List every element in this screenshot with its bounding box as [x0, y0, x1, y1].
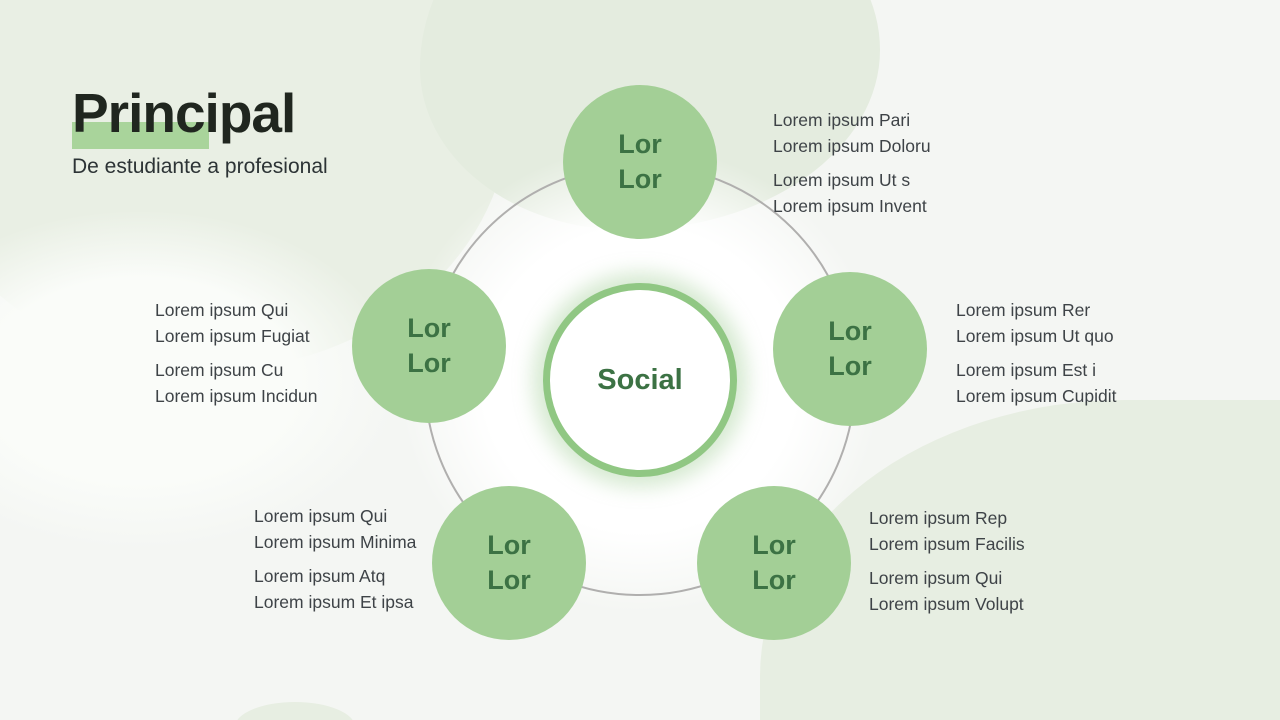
annotation-line: Lorem ipsum Est i [956, 360, 1097, 380]
annotation-bottom-right: Lorem ipsum Rep Lorem ipsum Facilis Lore… [869, 505, 1025, 625]
diagram-center-circle: Social [543, 283, 737, 477]
node-label-line: Lor [828, 351, 872, 381]
annotation-line: Lorem ipsum Facilis [869, 534, 1025, 554]
annotation-right: Lorem ipsum Rer Lorem ipsum Ut quo Lorem… [956, 297, 1116, 417]
node-label-line: Lor [487, 530, 531, 560]
annotation-line: Lorem ipsum Qui [869, 568, 1003, 588]
diagram-node-bottom-left: Lor Lor [432, 486, 586, 640]
annotation-line: Lorem ipsum Et ipsa [254, 592, 414, 612]
annotation-left: Lorem ipsum Qui Lorem ipsum Fugiat Lorem… [155, 297, 317, 417]
background-blob-bottom-left [235, 702, 355, 720]
annotation-line: Lorem ipsum Ut s [773, 170, 911, 190]
annotation-top-right: Lorem ipsum Pari Lorem ipsum Doloru Lore… [773, 107, 931, 227]
slide-header: Principal De estudiante a profesional [72, 86, 328, 179]
annotation-line: Lorem ipsum Cupidit [956, 386, 1117, 406]
annotation-line: Lorem ipsum Pari [773, 110, 911, 130]
annotation-line: Lorem ipsum Atq [254, 566, 386, 586]
annotation-line: Lorem ipsum Fugiat [155, 326, 310, 346]
page-subtitle: De estudiante a profesional [72, 155, 328, 178]
node-label-line: Lor [828, 316, 872, 346]
node-label-line: Lor [407, 348, 451, 378]
node-label-line: Lor [407, 313, 451, 343]
annotation-bottom-left: Lorem ipsum Qui Lorem ipsum Minima Lorem… [254, 503, 416, 623]
node-label-line: Lor [618, 129, 662, 159]
annotation-line: Lorem ipsum Invent [773, 196, 927, 216]
diagram-node-top: Lor Lor [563, 85, 717, 239]
annotation-line: Lorem ipsum Ut quo [956, 326, 1114, 346]
node-label-line: Lor [487, 565, 531, 595]
diagram-node-bottom-right: Lor Lor [697, 486, 851, 640]
annotation-line: Lorem ipsum Doloru [773, 136, 931, 156]
annotation-line: Lorem ipsum Qui [254, 506, 388, 526]
diagram-center-label: Social [597, 363, 683, 396]
node-label-line: Lor [618, 164, 662, 194]
diagram-node-left: Lor Lor [352, 269, 506, 423]
annotation-line: Lorem ipsum Qui [155, 300, 289, 320]
annotation-line: Lorem ipsum Cu [155, 360, 284, 380]
page-title: Principal [72, 82, 296, 144]
annotation-line: Lorem ipsum Volupt [869, 594, 1024, 614]
annotation-line: Lorem ipsum Rer [956, 300, 1091, 320]
annotation-line: Lorem ipsum Minima [254, 532, 417, 552]
annotation-line: Lorem ipsum Rep [869, 508, 1008, 528]
node-label-line: Lor [752, 530, 796, 560]
annotation-line: Lorem ipsum Incidun [155, 386, 318, 406]
node-label-line: Lor [752, 565, 796, 595]
diagram-node-right: Lor Lor [773, 272, 927, 426]
